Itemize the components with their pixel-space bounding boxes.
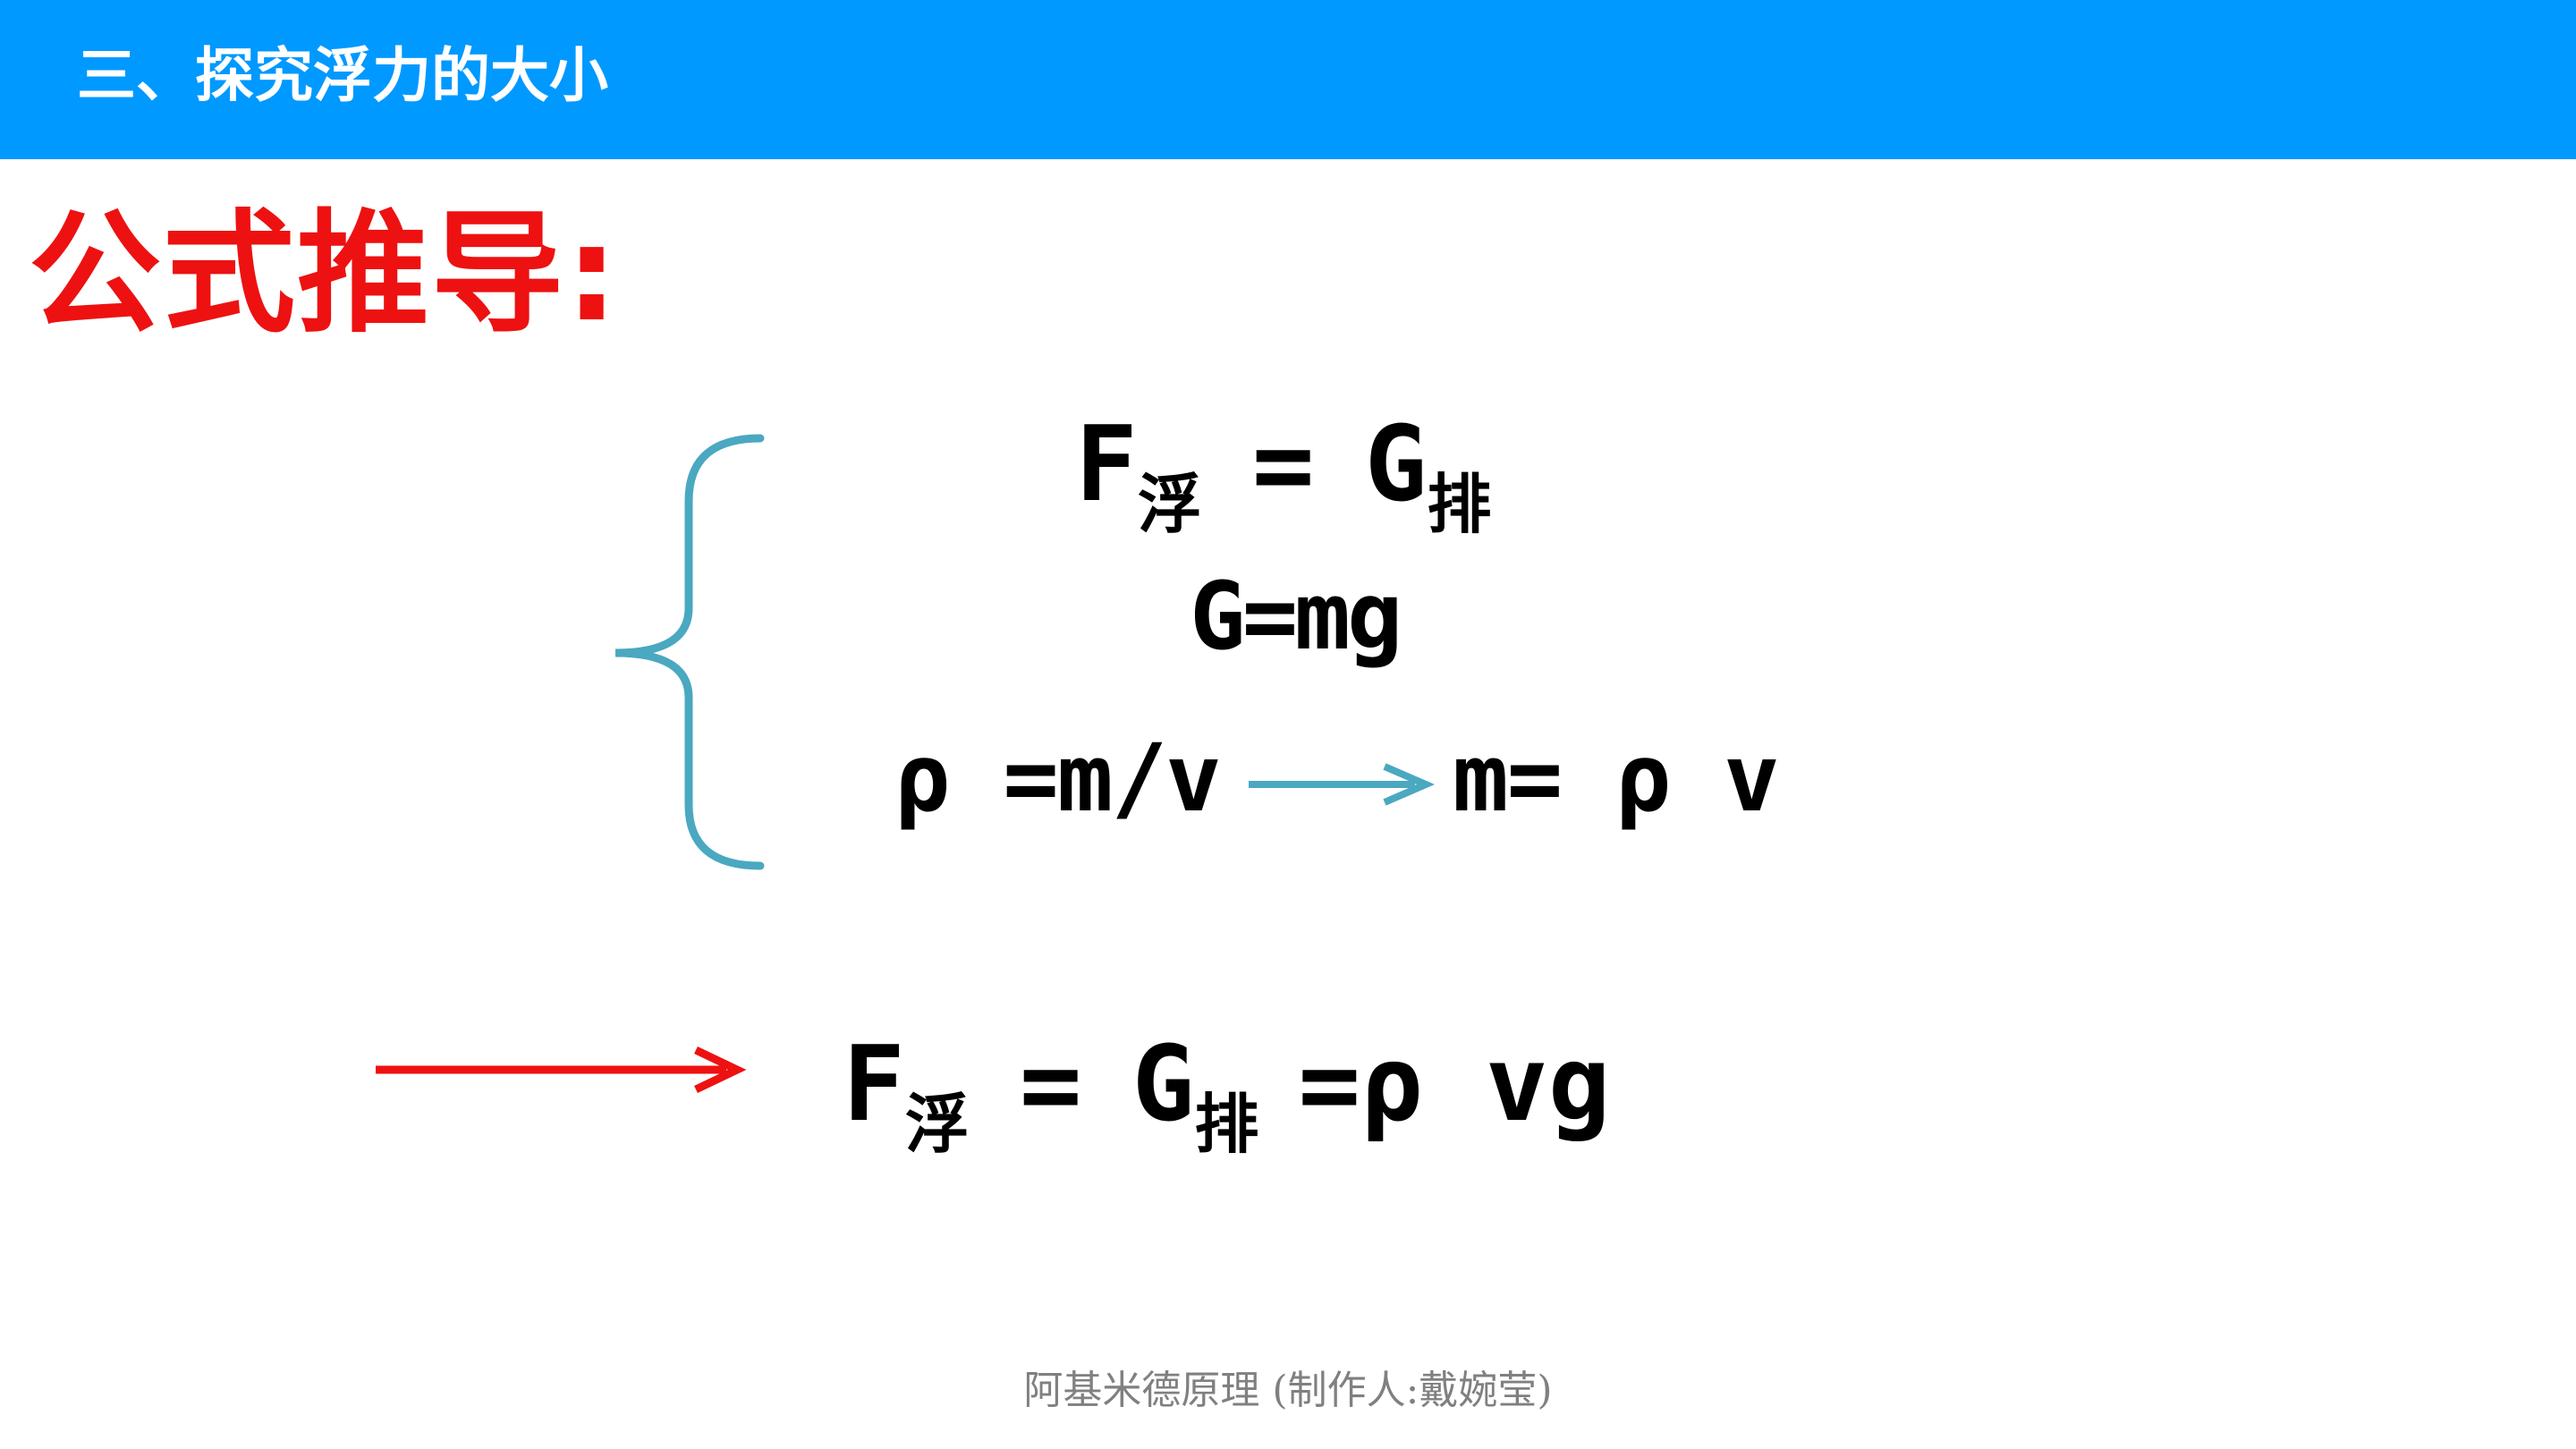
eq1-rhs: G	[1364, 404, 1428, 525]
final-operator: =	[1019, 1024, 1082, 1145]
section-heading: 公式推导:	[29, 197, 621, 351]
equation-density: ρ =m/v	[894, 724, 1222, 833]
equation-mass: m= ρ v	[1453, 724, 1780, 833]
final-mid-subscript: 排	[1194, 1087, 1259, 1163]
big-arrow	[376, 1046, 747, 1094]
final-rhs: =ρ vg	[1298, 1024, 1611, 1145]
equation-buoyancy-equals-displaced-weight: F浮=G排	[1075, 413, 1491, 538]
eq1-lhs: F	[1075, 404, 1138, 525]
final-lhs: F	[843, 1024, 905, 1145]
equation-weight: G=mg	[1190, 562, 1402, 671]
curly-brace	[614, 434, 765, 870]
eq1-rhs-subscript: 排	[1427, 467, 1492, 543]
eq1-operator: =	[1251, 404, 1315, 525]
footer-credit: 阿基米德原理 (制作人:戴婉莹)	[0, 1358, 2576, 1415]
small-arrow	[1249, 763, 1436, 806]
footer-text: 阿基米德原理 (制作人:戴婉莹)	[1023, 1368, 1553, 1413]
header-bar	[0, 0, 2576, 159]
equation-final: F浮=G排=ρ vg	[843, 1033, 1611, 1157]
slide-title: 三、探究浮力的大小	[77, 41, 608, 110]
eq1-lhs-subscript: 浮	[1137, 467, 1202, 543]
final-mid: G	[1131, 1024, 1195, 1145]
final-lhs-subscript: 浮	[904, 1087, 970, 1163]
